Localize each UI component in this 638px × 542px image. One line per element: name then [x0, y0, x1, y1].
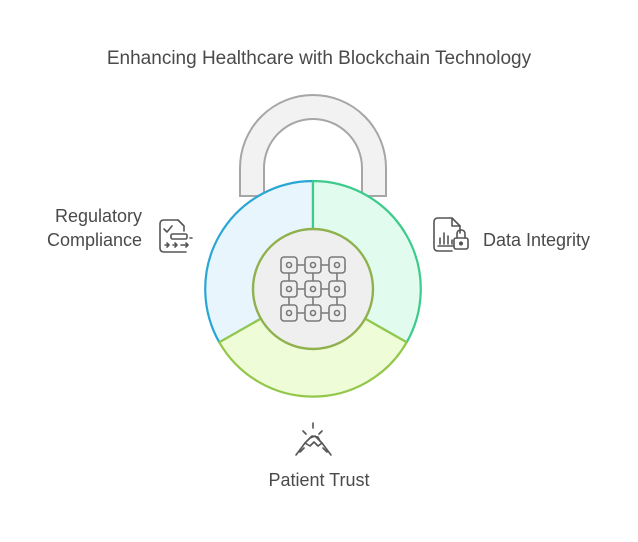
- label-regulatory-line1: Regulatory: [54, 206, 142, 226]
- blockchain-grid-icon: [280, 256, 346, 322]
- center-hub: [251, 227, 375, 351]
- label-patient-trust: Patient Trust: [268, 470, 370, 490]
- handshake-icon: [295, 422, 332, 456]
- compliance-checklist-icon: [159, 219, 193, 253]
- chart-lock-icon: [433, 217, 469, 252]
- label-regulatory-compliance: Regulatory Compliance: [47, 204, 142, 252]
- diagram-title: Enhancing Healthcare with Blockchain Tec…: [106, 48, 532, 69]
- label-data-integrity: Data Integrity: [483, 230, 591, 250]
- label-regulatory-line2: Compliance: [46, 230, 142, 250]
- padlock-shackle: [239, 94, 387, 197]
